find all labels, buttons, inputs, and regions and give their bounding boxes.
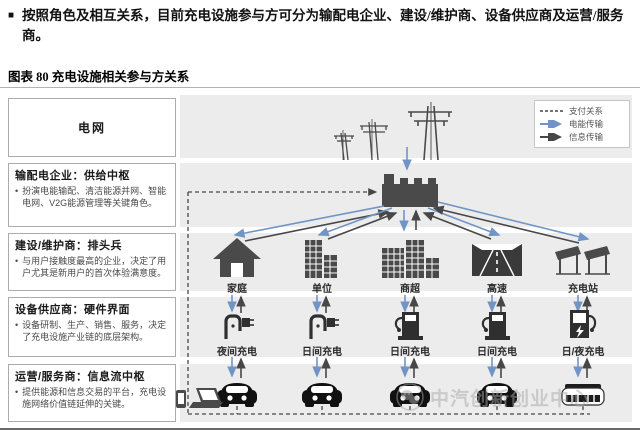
band-vehicle-row <box>180 364 632 422</box>
builder-box-text: 与用户接触度最高的企业，决定了用户尤其是新用户的首次体验满意度。 <box>22 256 167 278</box>
distribution-box-text: 扮演电能输配、清洁能源并网、智能电网、V2G能源管理等关键角色。 <box>22 186 167 208</box>
distribution-box-title: 输配电企业：供给中枢 <box>15 170 130 182</box>
legend-info-label: 信息传输 <box>569 132 604 143</box>
title-divider <box>0 87 640 88</box>
builder-box-title: 建设/维护商：排头兵 <box>15 240 123 252</box>
operator-box: 运营/服务商：信息流中枢 • 提供能源和信息交易的平台，充电设施网络价值链延伸的… <box>8 364 176 422</box>
legend: 支付关系 电能传输 信息传输 <box>534 100 630 148</box>
legend-info: 信息传输 <box>539 131 625 143</box>
grid-box: 电网 <box>8 98 176 157</box>
distribution-box: 输配电企业：供给中枢 • 扮演电能输配、清洁能源并网、智能电网、V2G能源管理等… <box>8 163 176 227</box>
band-substation-row <box>180 163 632 227</box>
location-label: 高速 <box>487 284 507 295</box>
charging-mode-label: 日间充电 <box>302 347 342 358</box>
top-note: ■ 按照角色及相互关系，目前充电设施参与方可分为输配电企业、建设/维护商、设备供… <box>8 6 630 46</box>
charging-mode-label: 夜间充电 <box>217 347 257 358</box>
charging-mode-label: 日间充电 <box>477 347 517 358</box>
legend-payment-label: 支付关系 <box>569 105 604 116</box>
location-label: 充电站 <box>568 284 598 295</box>
bullet-dot: • <box>15 186 19 196</box>
charging-mode-label: 日间充电 <box>390 347 430 358</box>
grid-box-title: 电网 <box>77 121 106 135</box>
location-label: 单位 <box>312 284 332 295</box>
operator-box-title: 运营/服务商：信息流中枢 <box>15 371 146 383</box>
builder-box: 建设/维护商：排头兵 • 与用户接触度最高的企业，决定了用户尤其是新用户的首次体… <box>8 233 176 291</box>
bullet-dot: • <box>15 320 19 330</box>
equipment-box: 设备供应商：硬件界面 • 设备研制、生产、销售、服务，决定了充电设施产业链的底层… <box>8 297 176 357</box>
equipment-box-text: 设备研制、生产、销售、服务，决定了充电设施产业链的底层架构。 <box>22 320 167 342</box>
legend-energy-label: 电能传输 <box>569 118 604 129</box>
figure-title: 图表 80 充电设施相关参与方关系 <box>8 70 190 84</box>
bullet-dot: • <box>15 256 19 266</box>
charging-mode-label: 日/夜充电 <box>561 347 605 358</box>
operator-box-text: 提供能源和信息交易的平台，充电设施网络价值链延伸的关键。 <box>22 387 167 409</box>
page-bottom-rule <box>0 428 640 430</box>
legend-energy: 电能传输 <box>539 118 625 130</box>
equipment-box-title: 设备供应商：硬件界面 <box>15 304 130 316</box>
location-label: 商超 <box>400 284 420 295</box>
square-bullet-icon: ■ <box>8 10 15 21</box>
location-label: 家庭 <box>227 284 247 295</box>
dark-arrow-icon <box>540 133 562 142</box>
blue-arrow-icon <box>540 119 562 128</box>
top-note-text: 按照角色及相互关系，目前充电设施参与方可分为输配电企业、建设/维护商、设备供应商… <box>22 8 624 43</box>
legend-payment: 支付关系 <box>539 105 625 117</box>
dashed-line-icon <box>540 109 564 112</box>
bullet-dot: • <box>15 387 19 397</box>
